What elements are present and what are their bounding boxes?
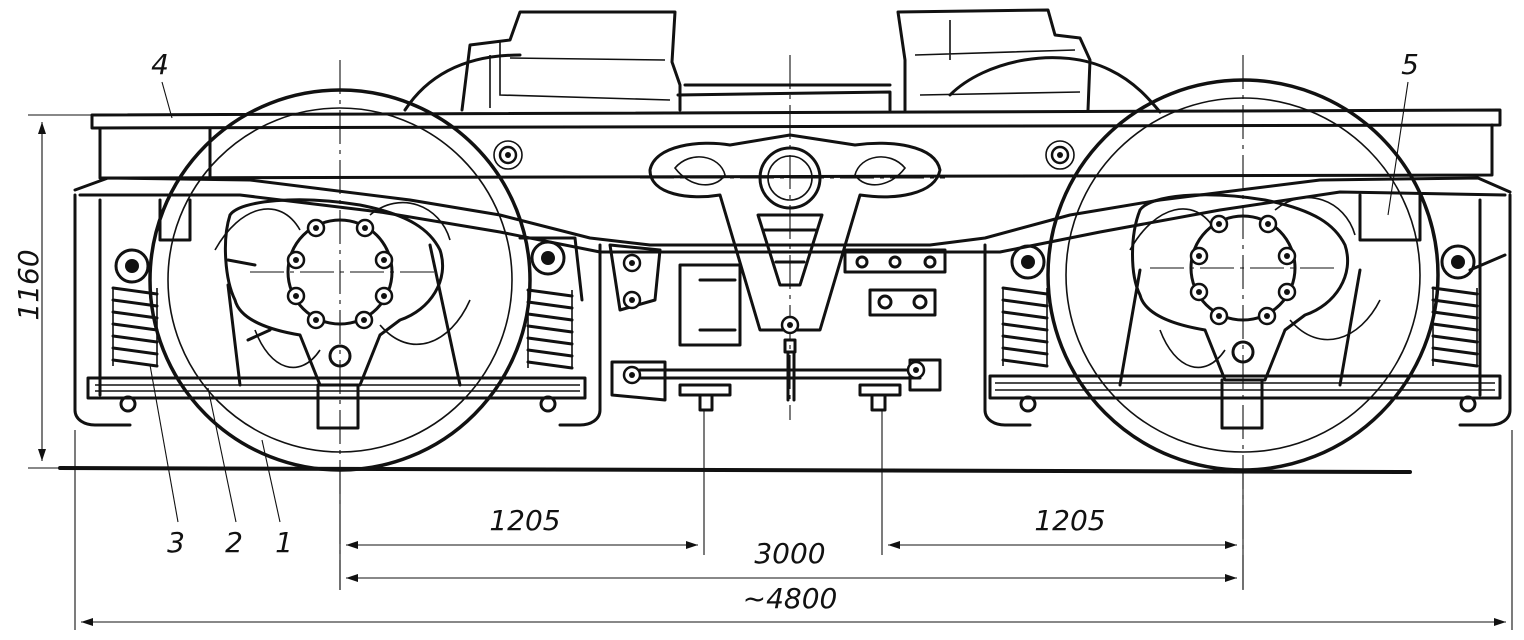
label-part-2: 2 (225, 526, 243, 559)
left-leaf-spring (86, 376, 587, 413)
extension-lines (74, 410, 1513, 630)
right-axlebox (1131, 193, 1350, 430)
dim-overall-label: ~4800 (743, 582, 838, 615)
brake-rigging (608, 243, 947, 412)
dim-left-span-label: 1205 (489, 504, 560, 537)
part-leaders (149, 81, 1409, 523)
label-part-4: 4 (151, 48, 169, 81)
dim-right-span-label: 1205 (1034, 504, 1105, 537)
dim-height-label: 1160 (12, 249, 45, 320)
rail-line (58, 466, 1412, 474)
left-hangers (73, 193, 602, 427)
label-part-3: 3 (167, 526, 185, 559)
label-part-1: 1 (275, 526, 293, 559)
right-hangers (983, 193, 1512, 427)
dim-height (28, 114, 92, 469)
label-part-5: 5 (1401, 48, 1419, 81)
left-axlebox (223, 198, 445, 430)
center-pivot (648, 133, 942, 402)
top-equipment (460, 8, 1092, 112)
dim-wheelbase-label: 3000 (754, 537, 825, 570)
rear-wheels (403, 53, 1162, 114)
right-leaf-spring (988, 374, 1502, 413)
